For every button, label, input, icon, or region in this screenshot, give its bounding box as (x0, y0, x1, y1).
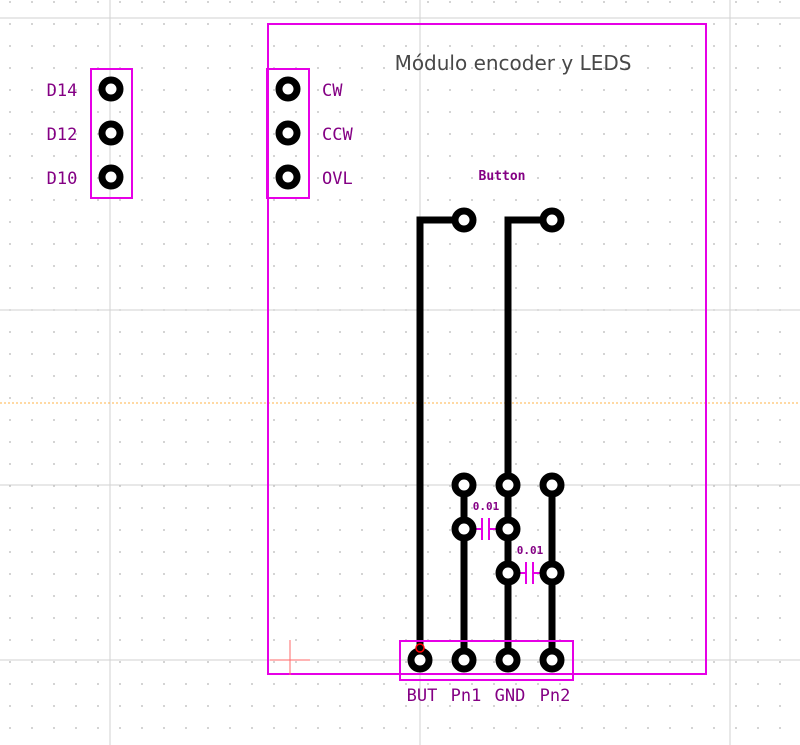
label-pn1: Pn1 (451, 686, 482, 706)
pad-c2-a[interactable] (495, 560, 521, 586)
pad-node-gnd-top[interactable] (495, 472, 521, 498)
label-pn2: Pn2 (540, 686, 571, 706)
pad-d14[interactable] (98, 76, 124, 102)
pad-d12[interactable] (98, 120, 124, 146)
origin-marker (270, 640, 310, 675)
label-ovl: OVL (322, 169, 353, 189)
pad-button-1[interactable] (451, 207, 477, 233)
pad-node-pn1-top[interactable] (451, 472, 477, 498)
label-gnd: GND (495, 686, 526, 706)
connector-encoder: CW CCW OVL (266, 68, 353, 199)
pin1-marker-icon (415, 643, 425, 653)
pad-d10[interactable] (98, 164, 124, 190)
pad-gnd[interactable] (495, 647, 521, 673)
capacitor-c1-value: 0.01 (473, 500, 500, 513)
label-d10: D10 (47, 169, 78, 189)
label-but: BUT (407, 686, 438, 706)
through-hole-pads (451, 207, 565, 586)
pad-node-pn2-top[interactable] (539, 472, 565, 498)
connector-bottom-outline (399, 640, 574, 681)
board-outline (267, 23, 707, 675)
capacitor-c2-value: 0.01 (517, 544, 544, 557)
trace-gnd (504, 216, 552, 660)
connector-left: D14 D12 D10 (47, 68, 133, 199)
label-d12: D12 (47, 125, 78, 145)
pad-ccw[interactable] (275, 120, 301, 146)
button-label: Button (479, 169, 526, 184)
pad-pn1[interactable] (451, 647, 477, 673)
pad-cw[interactable] (275, 76, 301, 102)
pad-c1-a[interactable] (451, 516, 477, 542)
connector-left-outline (90, 68, 133, 199)
pad-c2-b[interactable] (539, 560, 565, 586)
label-ccw: CCW (322, 125, 353, 145)
label-cw: CW (322, 81, 343, 101)
connector-bottom: BUT Pn1 GND Pn2 (399, 640, 574, 706)
trace-but (416, 216, 464, 660)
board-title: Módulo encoder y LEDS (395, 51, 632, 75)
pad-button-2[interactable] (539, 207, 565, 233)
label-d14: D14 (47, 81, 78, 101)
pad-ovl[interactable] (275, 164, 301, 190)
connector-encoder-outline (266, 68, 310, 199)
pad-c1-b[interactable] (495, 516, 521, 542)
pad-pn2[interactable] (539, 647, 565, 673)
pad-but[interactable] (407, 647, 433, 673)
